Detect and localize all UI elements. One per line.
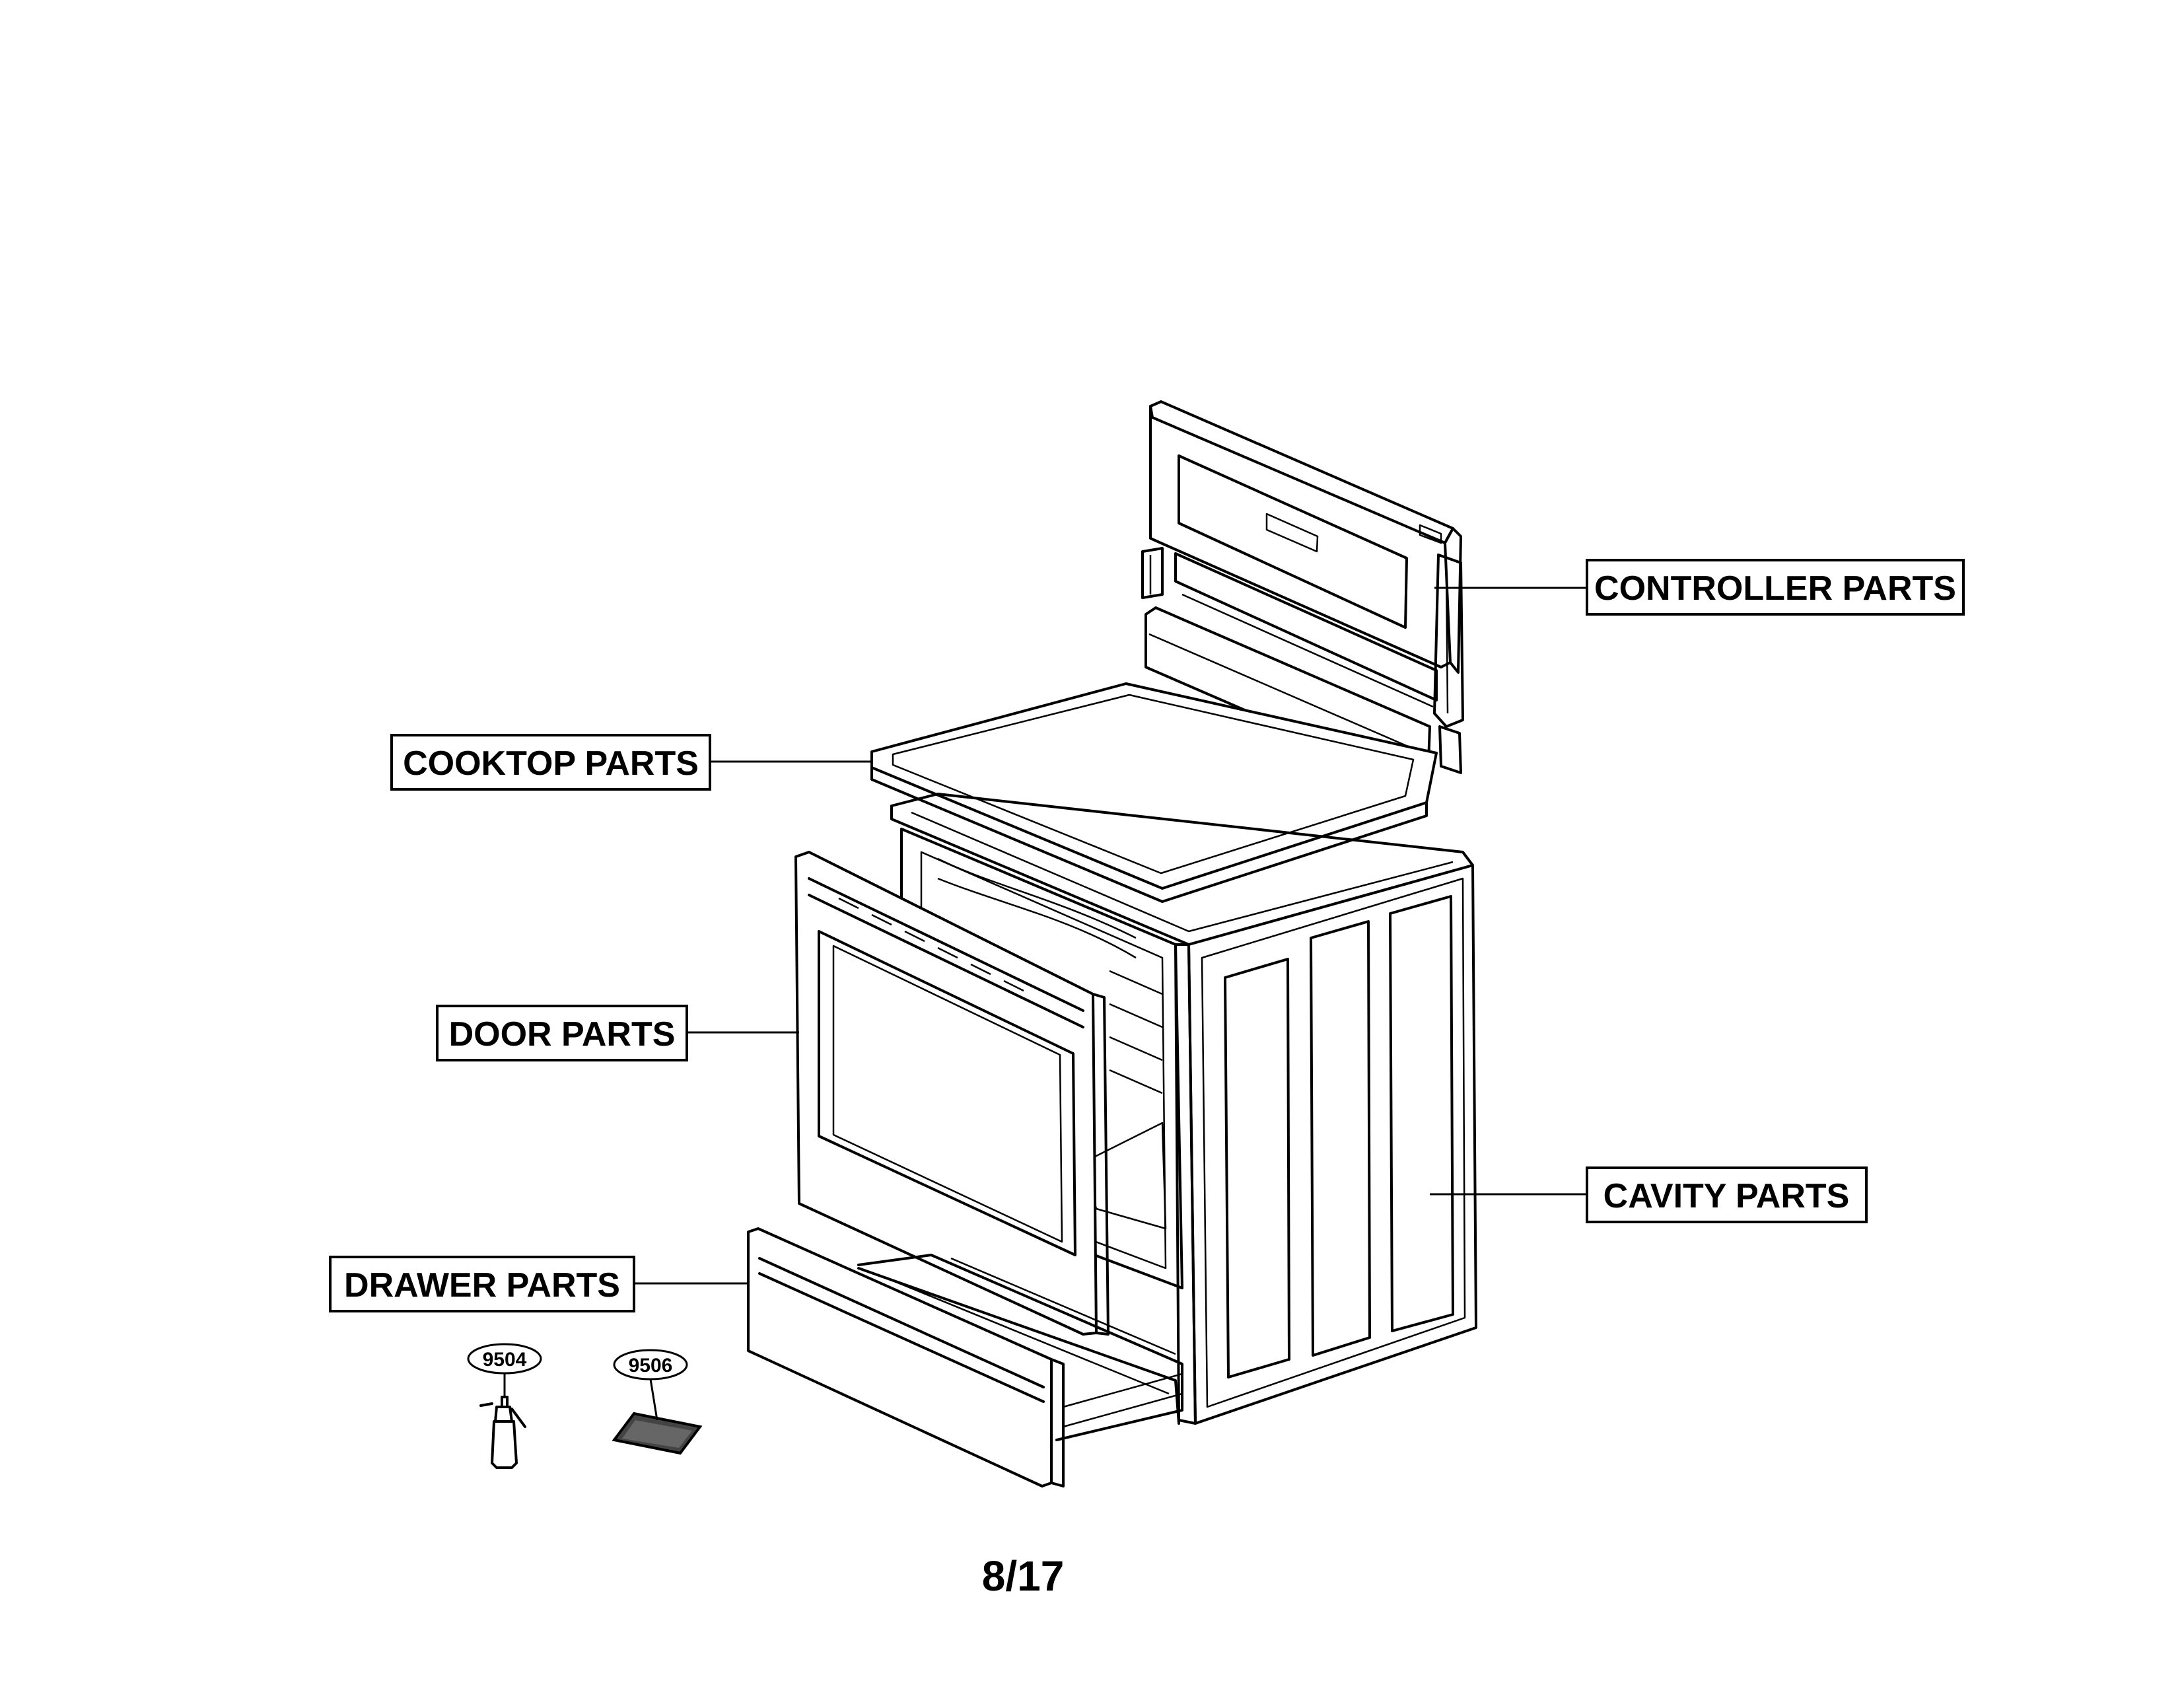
door-parts-label[interactable]: DOOR PARTS: [436, 1005, 688, 1061]
callout-9504: 9504: [467, 1343, 542, 1375]
oven-mat-icon: [612, 1412, 703, 1455]
callout-9506: 9506: [613, 1349, 688, 1380]
cooktop-parts-label[interactable]: COOKTOP PARTS: [390, 734, 711, 791]
spray-bottle-icon: [479, 1396, 526, 1469]
controller-assembly: [1141, 400, 1464, 774]
svg-text:CONTROLLER PARTS: CONTROLLER PARTS: [1594, 569, 1956, 608]
cavity-parts-label[interactable]: CAVITY PARTS: [1586, 1166, 1868, 1223]
svg-text:DOOR PARTS: DOOR PARTS: [449, 1015, 676, 1054]
svg-text:9504: 9504: [483, 1349, 527, 1371]
door-assembly: [794, 851, 1110, 1336]
page-number: 8/17: [982, 1552, 1065, 1600]
drawer-parts-label[interactable]: DRAWER PARTS: [329, 1256, 635, 1312]
cooktop-assembly: [870, 606, 1438, 903]
svg-text:COOKTOP PARTS: COOKTOP PARTS: [403, 744, 699, 783]
svg-text:CAVITY PARTS: CAVITY PARTS: [1603, 1177, 1850, 1215]
controller-parts-label[interactable]: CONTROLLER PARTS: [1586, 559, 1965, 616]
cavity-assembly: [857, 793, 1477, 1425]
drawer-assembly: [747, 1227, 1183, 1488]
svg-text:9506: 9506: [629, 1355, 673, 1377]
svg-text:DRAWER PARTS: DRAWER PARTS: [344, 1266, 620, 1305]
